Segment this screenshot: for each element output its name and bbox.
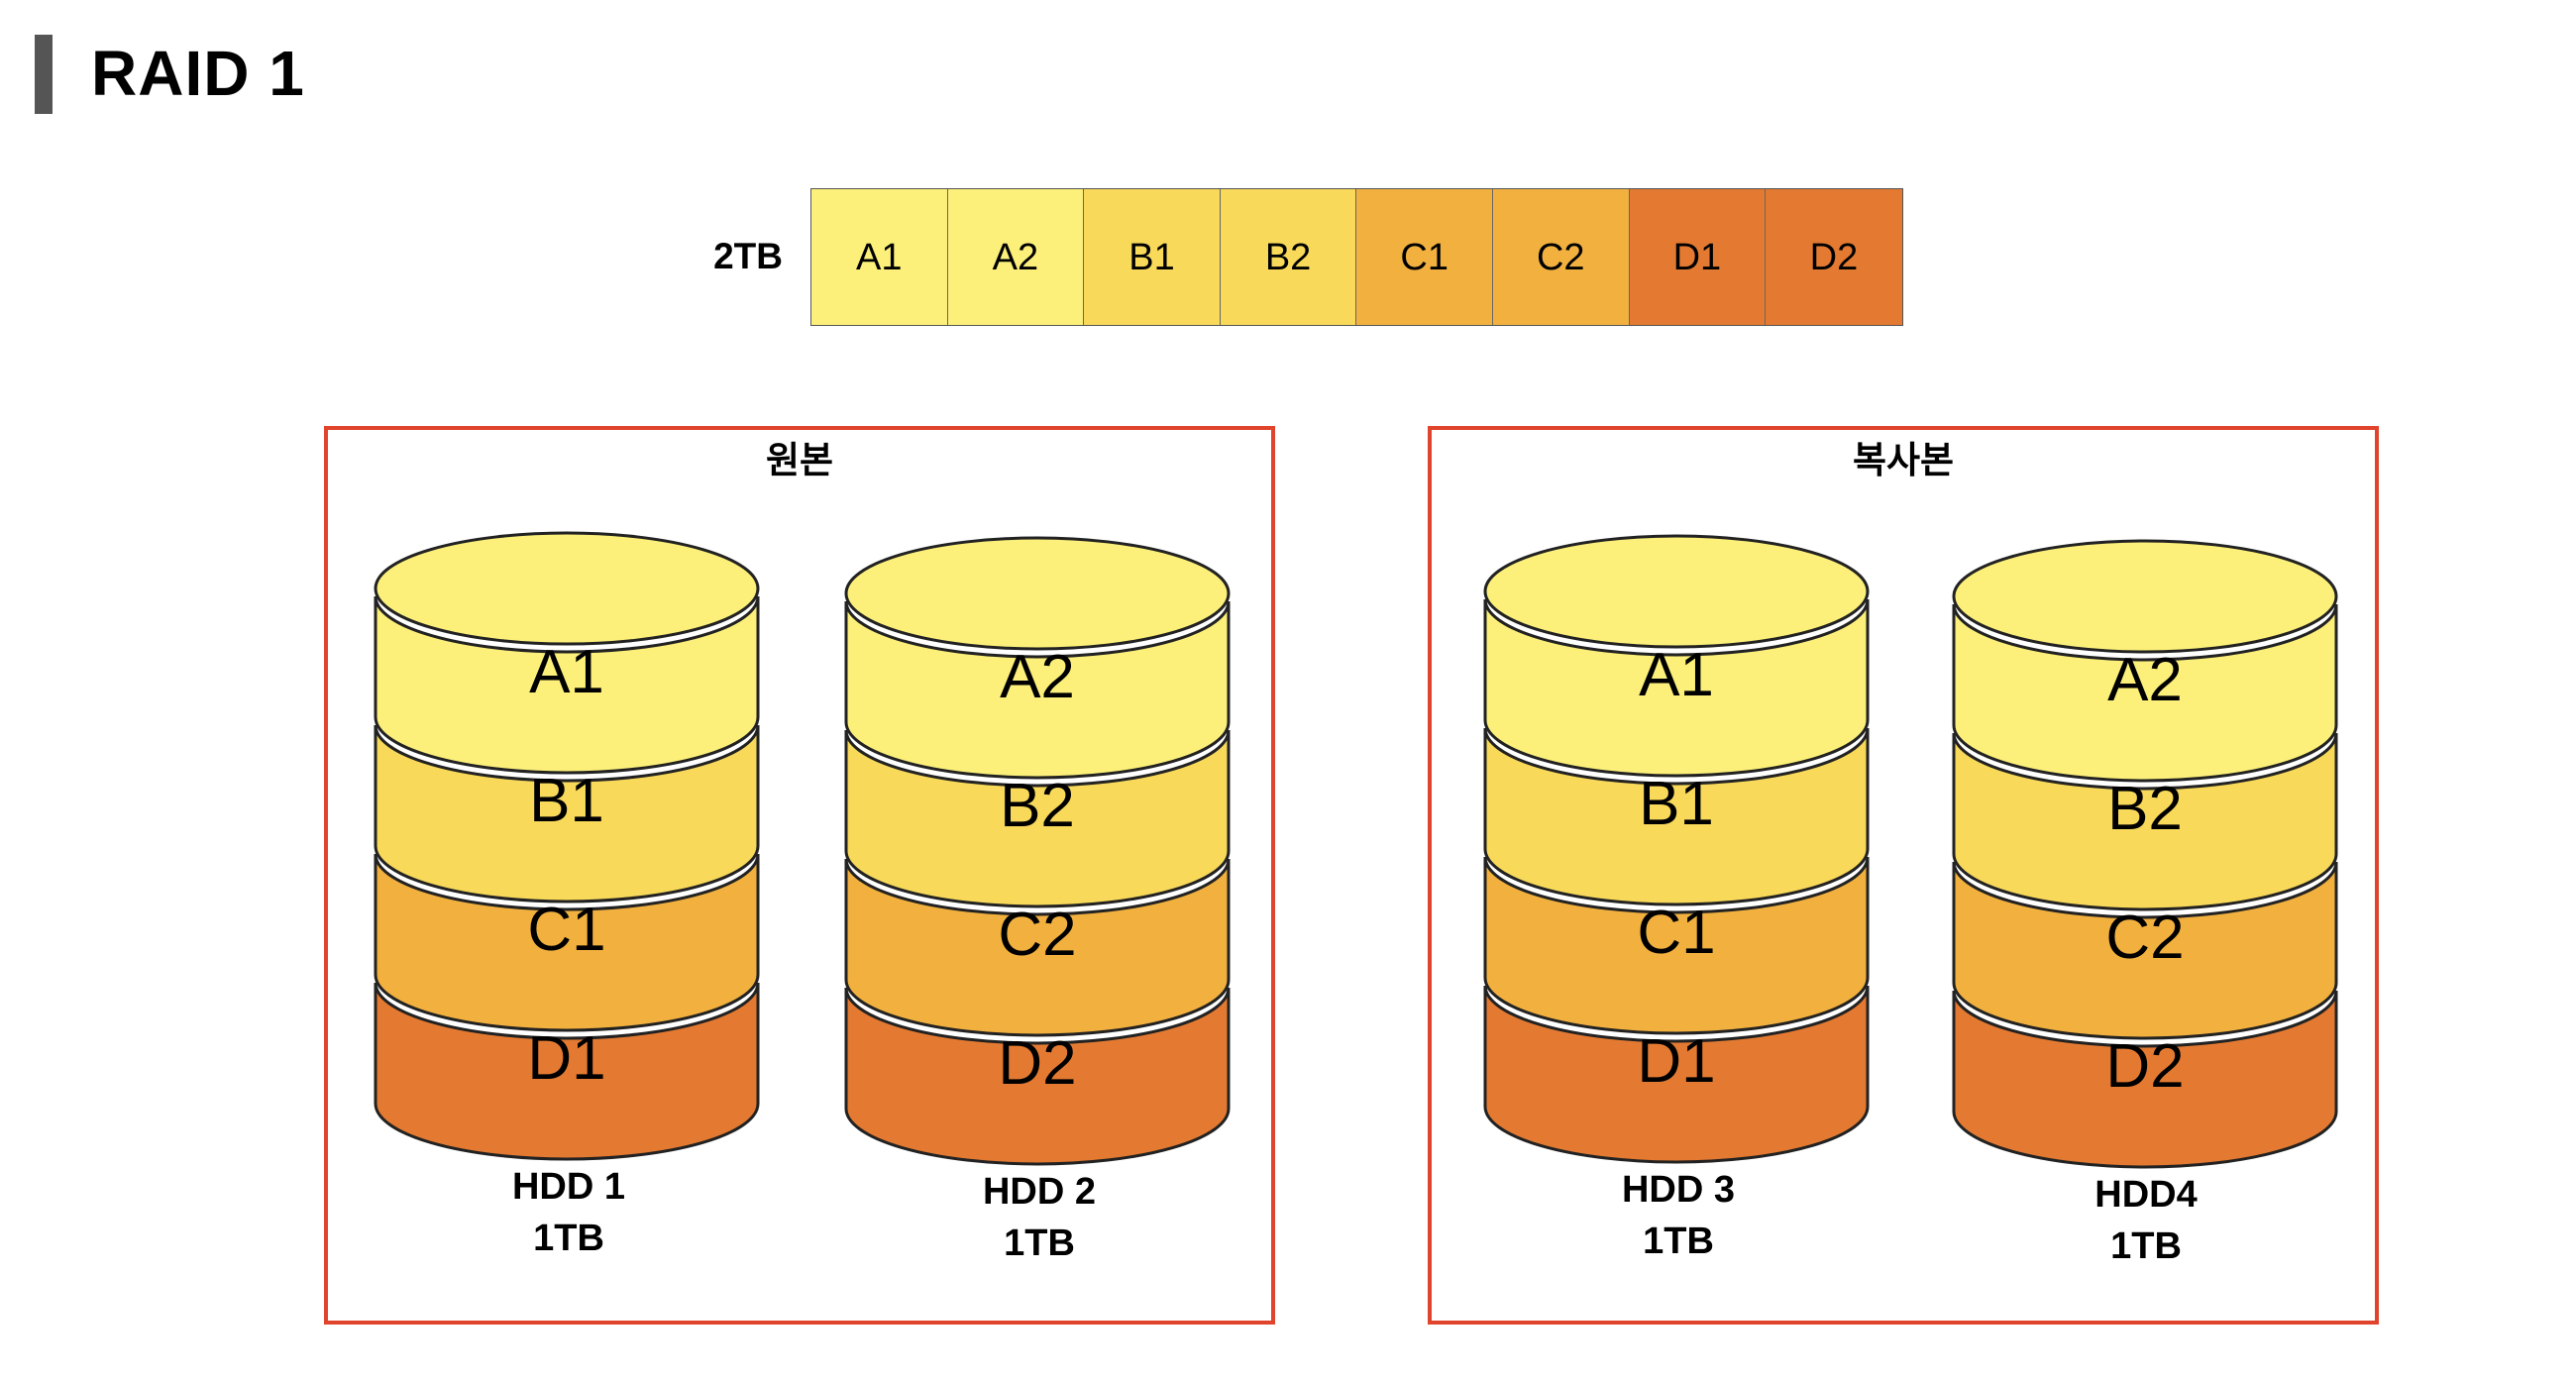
disk-stack-hdd4: D2 C2 B2 A2 — [1952, 539, 2338, 1169]
disk-label-hdd2: HDD 2 1TB — [911, 1166, 1168, 1269]
strip-block: D2 — [1766, 189, 1902, 325]
disk-segment — [374, 853, 760, 1032]
disk-segment-label: D2 — [2105, 1032, 2184, 1101]
disk-label-hdd3: HDD 3 1TB — [1550, 1164, 1807, 1267]
disk-size: 1TB — [1004, 1222, 1075, 1264]
disk-size: 1TB — [533, 1218, 604, 1259]
disk-segment-label: D1 — [527, 1024, 605, 1093]
disk-segment-label: B1 — [529, 767, 604, 835]
copy-group-title: 복사본 — [1852, 440, 1955, 480]
disk-stack-hdd2: D2 C2 B2 A2 — [844, 536, 1231, 1166]
copy-group-box — [1428, 426, 2379, 1325]
disk-segment-label: C1 — [1637, 899, 1715, 967]
disk-segment-label: A2 — [2107, 646, 2183, 714]
disk-segment-label: D1 — [1637, 1027, 1715, 1096]
original-group-title: 원본 — [765, 440, 834, 480]
disk-segment-label: A2 — [1000, 643, 1075, 711]
disk-segment — [844, 729, 1231, 908]
disk-segment — [844, 987, 1231, 1166]
disk-segment — [1952, 603, 2338, 783]
disk-segment — [1483, 985, 1870, 1164]
disk-segment — [374, 982, 760, 1161]
strip-block: B2 — [1220, 189, 1357, 325]
disk-segment — [844, 600, 1231, 780]
disk-segment — [1952, 861, 2338, 1040]
disk-name: HDD 3 — [1621, 1169, 1736, 1211]
disk-segment — [1952, 732, 2338, 911]
array-capacity-label: 2TB — [713, 236, 783, 276]
disk-size: 1TB — [2110, 1225, 2182, 1267]
disk-segment — [1483, 598, 1870, 778]
strip-block: A1 — [811, 189, 948, 325]
disk-segment-label: B2 — [2107, 775, 2183, 843]
disk-stack-hdd3: D1 C1 B1 A1 — [1483, 534, 1870, 1164]
strip-block: C2 — [1492, 189, 1630, 325]
disk-segment — [374, 595, 760, 775]
disk-segment — [844, 858, 1231, 1037]
disk-segment-label: A1 — [1639, 641, 1714, 709]
page-title: RAID 1 — [91, 38, 305, 109]
disk-name: HDD4 — [2094, 1174, 2198, 1216]
disk-segment-label: B2 — [1000, 772, 1075, 840]
disk-segment-label: C1 — [527, 896, 605, 964]
strip-block: A2 — [947, 189, 1085, 325]
disk-top-cap — [1483, 534, 1870, 649]
disk-segment-label: C2 — [998, 901, 1076, 969]
disk-segment — [1952, 990, 2338, 1169]
disk-name: HDD 1 — [511, 1166, 626, 1208]
disk-segment — [374, 724, 760, 903]
disk-segment — [1483, 727, 1870, 906]
disk-segment-label: B1 — [1639, 770, 1714, 838]
disk-segment-label: A1 — [529, 638, 604, 706]
disk-label-hdd1: HDD 1 1TB — [440, 1161, 698, 1264]
strip-block: C1 — [1356, 189, 1493, 325]
disk-stack-hdd1: D1 C1 B1 A1 — [374, 531, 760, 1161]
logical-volume-strip: A1 A2 B1 B2 C1 C2 D1 D2 — [810, 188, 1903, 326]
title-accent-bar — [35, 35, 53, 114]
disk-top-cap — [1952, 539, 2338, 654]
disk-segment-label: C2 — [2105, 903, 2184, 972]
disk-top-cap — [844, 536, 1231, 651]
original-group-box — [324, 426, 1275, 1325]
strip-block: D1 — [1629, 189, 1767, 325]
disk-name: HDD 2 — [982, 1171, 1097, 1213]
disk-segment-label: D2 — [998, 1029, 1076, 1098]
disk-segment — [1483, 856, 1870, 1035]
disk-label-hdd4: HDD4 1TB — [2017, 1169, 2275, 1272]
strip-block: B1 — [1084, 189, 1221, 325]
disk-size: 1TB — [1643, 1221, 1714, 1262]
disk-top-cap — [374, 531, 760, 646]
